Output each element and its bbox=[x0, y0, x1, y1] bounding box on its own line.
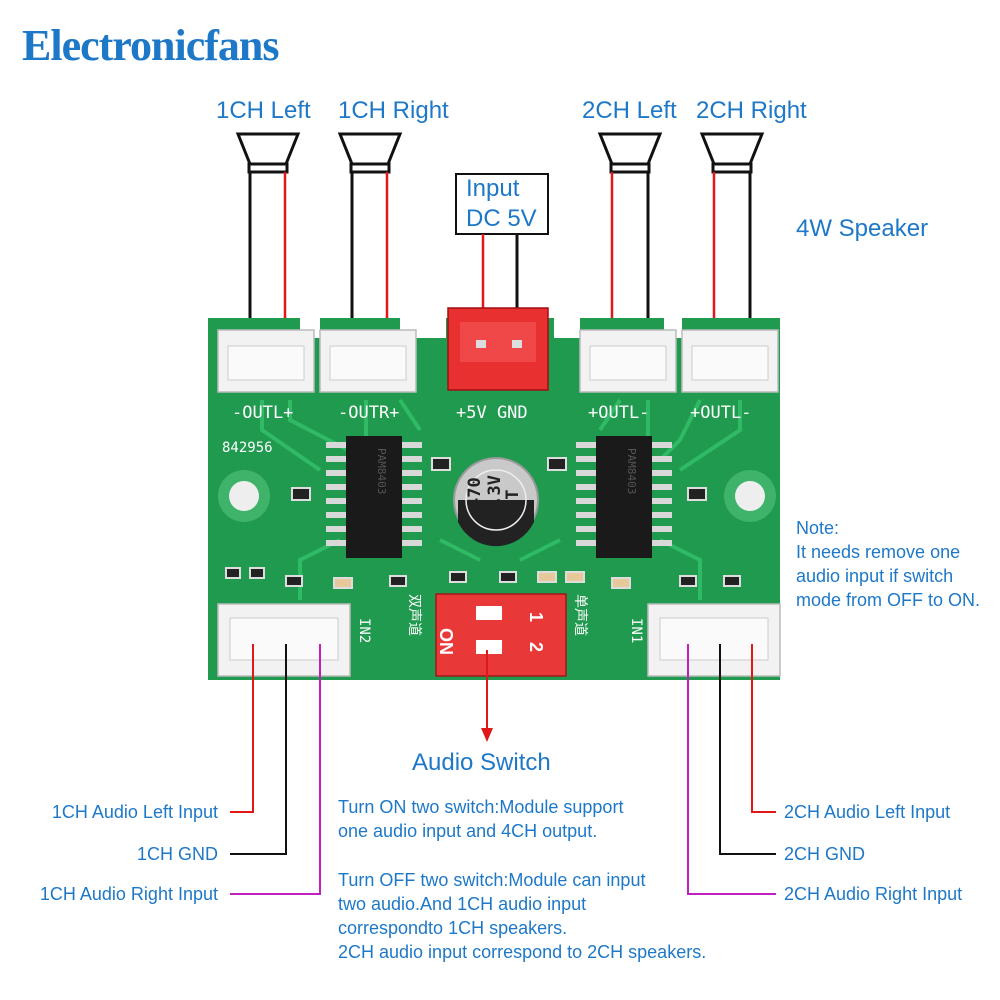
input-1ch-gnd-label: 1CH GND bbox=[137, 844, 218, 864]
power-connector bbox=[447, 307, 549, 391]
audio-input-connector-in1 bbox=[647, 603, 781, 677]
speaker-connector-1 bbox=[217, 329, 315, 393]
note-line1: It needs remove one bbox=[796, 542, 960, 562]
amplifier-chip-right: PAM8403 bbox=[576, 436, 672, 558]
cap-brand: VT bbox=[503, 490, 523, 510]
audio-switch-arrow bbox=[481, 650, 493, 742]
silk-board-id: 842956 bbox=[222, 440, 273, 456]
audio-switch-on-line2: one audio input and 4CH output. bbox=[338, 821, 597, 841]
input-wires-1ch bbox=[230, 644, 321, 895]
silk-outr-left: -OUTR+ bbox=[338, 403, 399, 423]
speaker-label-2ch-left: 2CH Left bbox=[582, 97, 677, 124]
power-input-line2: DC 5V bbox=[466, 205, 537, 232]
speaker-connector-4 bbox=[681, 329, 779, 393]
speaker-connector-2 bbox=[319, 329, 417, 393]
note-line2: audio input if switch bbox=[796, 566, 953, 586]
silk-in2: IN2 bbox=[356, 618, 372, 643]
dip-switch-2-lever[interactable] bbox=[476, 640, 502, 654]
speaker-rating-label: 4W Speaker bbox=[796, 215, 928, 242]
silk-in1: IN1 bbox=[628, 618, 644, 643]
silk-power: +5V GND bbox=[456, 403, 528, 423]
audio-switch-off-line3: correspondto 1CH speakers. bbox=[338, 918, 567, 938]
note-title: Note: bbox=[796, 518, 839, 538]
chip-marking-right: PAM8403 bbox=[625, 448, 638, 494]
silk-dual-channel-cn: 双声道 bbox=[406, 594, 422, 636]
audio-switch-off-line1: Turn OFF two switch:Module can input bbox=[338, 870, 645, 890]
audio-switch-off-line4: 2CH audio input correspond to 2CH speake… bbox=[338, 942, 706, 962]
power-input-box bbox=[455, 173, 549, 235]
input-wires-2ch bbox=[687, 644, 776, 895]
smd-components bbox=[225, 457, 741, 589]
brand-logo: Electronicfans bbox=[22, 21, 279, 70]
speaker-cable-1ch-right bbox=[350, 172, 389, 338]
silk-single-channel-cn: 单声道 bbox=[572, 594, 588, 636]
cap-value: 470 bbox=[465, 477, 485, 508]
audio-dip-switch[interactable]: ON 1 2 bbox=[435, 593, 567, 677]
dip-on-label: ON bbox=[436, 628, 456, 655]
dip-label-1: 1 bbox=[526, 612, 546, 622]
dip-switch-1-lever[interactable] bbox=[476, 606, 502, 620]
speaker-icon-1ch-left bbox=[235, 132, 301, 174]
speaker-cable-1ch-left bbox=[248, 172, 287, 338]
audio-switch-off-line2: two audio.And 1CH audio input bbox=[338, 894, 586, 914]
speaker-label-1ch-left: 1CH Left bbox=[216, 97, 311, 124]
silk-outl-left: -OUTL+ bbox=[232, 403, 293, 423]
capacitor: 470 6.3V VT bbox=[453, 457, 539, 547]
amplifier-chip-left: PAM8403 bbox=[326, 436, 422, 558]
speaker-cable-2ch-right bbox=[712, 172, 752, 338]
audio-input-connector-in2 bbox=[217, 603, 351, 677]
speaker-label-2ch-right: 2CH Right bbox=[696, 97, 807, 124]
speaker-label-1ch-right: 1CH Right bbox=[338, 97, 449, 124]
chip-marking-left: PAM8403 bbox=[375, 448, 388, 494]
input-2ch-right-label: 2CH Audio Right Input bbox=[784, 884, 962, 904]
power-input-line1: Input bbox=[466, 175, 520, 202]
audio-switch-on-line1: Turn ON two switch:Module support bbox=[338, 797, 623, 817]
speaker-icon-2ch-left bbox=[597, 132, 663, 174]
speaker-cable-2ch-left bbox=[610, 172, 650, 338]
speaker-icon-2ch-right bbox=[699, 132, 765, 174]
audio-switch-title: Audio Switch bbox=[412, 749, 551, 776]
input-2ch-left-label: 2CH Audio Left Input bbox=[784, 802, 950, 822]
speaker-connector-3 bbox=[579, 329, 677, 393]
input-2ch-gnd-label: 2CH GND bbox=[784, 844, 865, 864]
speaker-icon-1ch-right bbox=[337, 132, 403, 174]
note-line3: mode from OFF to ON. bbox=[796, 590, 980, 610]
dip-label-2: 2 bbox=[526, 642, 546, 652]
input-1ch-left-label: 1CH Audio Left Input bbox=[52, 802, 218, 822]
input-1ch-right-label: 1CH Audio Right Input bbox=[40, 884, 218, 904]
cap-voltage: 6.3V bbox=[485, 475, 505, 516]
silk-outl-right2: +OUTL- bbox=[690, 403, 751, 423]
silk-outl-right1: +OUTL- bbox=[588, 403, 649, 423]
